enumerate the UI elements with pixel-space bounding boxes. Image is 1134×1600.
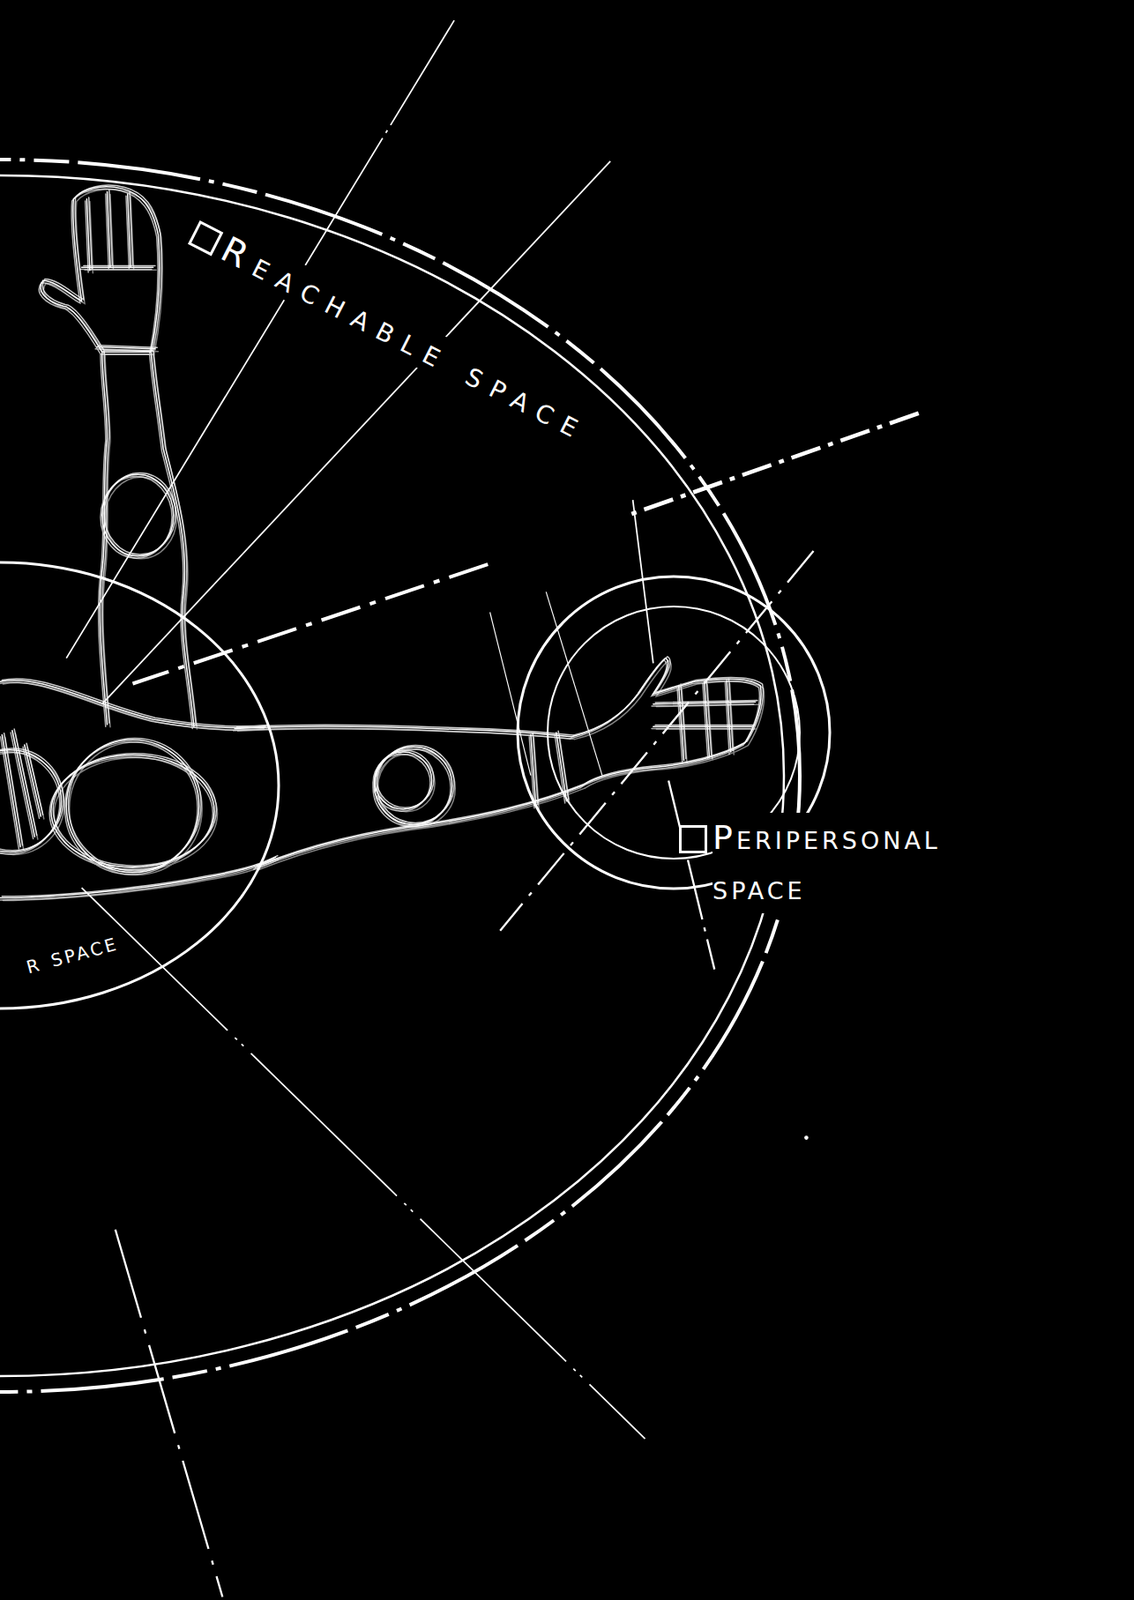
region-ring bbox=[0, 562, 279, 1009]
region-label: Peripersonal space bbox=[712, 813, 975, 914]
figure-sketch bbox=[0, 185, 763, 897]
guide-line bbox=[490, 612, 531, 776]
dot bbox=[805, 1136, 808, 1140]
reachable-space-region: Reachable spacePeripersonal spacer space bbox=[0, 173, 786, 1379]
guide-line bbox=[115, 1230, 224, 1598]
region-name: r space bbox=[22, 927, 122, 981]
region-ring bbox=[0, 159, 800, 1393]
region-label: r space bbox=[22, 924, 123, 985]
checkbox-square bbox=[678, 825, 708, 854]
region-label: Reachable space bbox=[182, 208, 600, 456]
guide-line bbox=[668, 780, 715, 970]
region-ring bbox=[0, 175, 784, 1377]
guide-line bbox=[102, 161, 611, 705]
checkbox-square bbox=[187, 220, 224, 256]
figure-sketch bbox=[0, 189, 765, 902]
peripersonal-space-region: Peripersonal space bbox=[515, 574, 832, 891]
region-outline bbox=[0, 560, 281, 1011]
inner-space-region: r space bbox=[0, 560, 281, 1011]
guide-line bbox=[82, 887, 646, 1440]
guide-line bbox=[545, 591, 603, 776]
region-name: Peripersonal space bbox=[712, 813, 975, 914]
